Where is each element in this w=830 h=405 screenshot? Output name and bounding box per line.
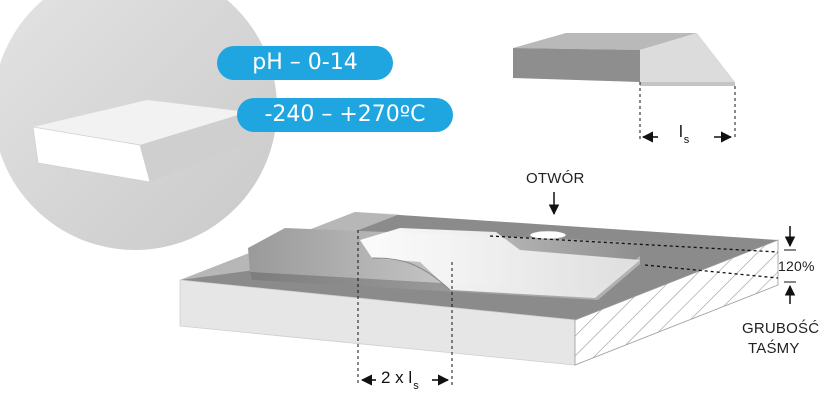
overlap-percent-label: 120%	[778, 258, 815, 274]
overlap-length-label: 2 x ls	[381, 368, 419, 392]
thickness-guides	[489, 226, 796, 304]
double-length-subscript: s	[413, 380, 419, 392]
tape-thickness-label-line2: TAŚMY	[748, 340, 800, 357]
tape-length-label: ls	[679, 122, 689, 146]
overlap-length-dimension	[357, 230, 453, 386]
tape-thickness-label-line1: GRUBOŚĆ	[742, 320, 820, 337]
overlap-white-layer	[360, 228, 640, 298]
double-length-text: 2 x l	[381, 368, 413, 387]
applied-tape	[248, 228, 640, 300]
tape-end-illustration	[513, 33, 736, 143]
hole-label: OTWÓR	[526, 170, 585, 187]
sample-tape-side	[140, 112, 256, 182]
sample-tape-top	[33, 100, 248, 145]
temperature-range-callout: -240 – +270ºC	[237, 98, 453, 132]
length-subscript: s	[683, 134, 690, 146]
hole-ellipse	[529, 230, 567, 240]
length-symbol: l	[679, 122, 683, 141]
zoom-circle	[0, 0, 277, 250]
ph-range-callout: pH – 0-14	[217, 46, 393, 80]
